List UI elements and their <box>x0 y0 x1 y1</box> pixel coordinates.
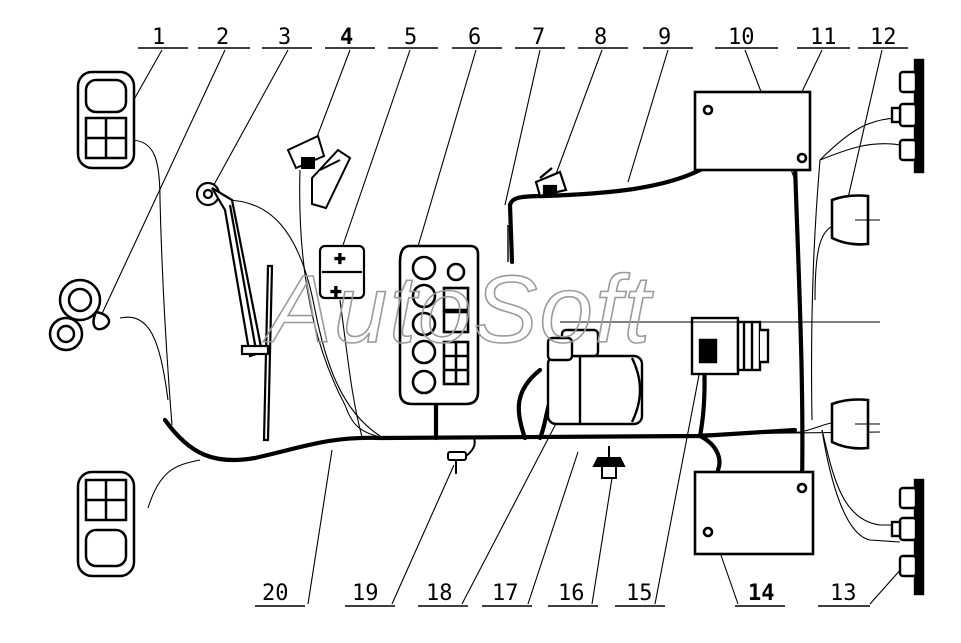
light-switch <box>286 134 352 210</box>
label-20: 20 <box>262 581 289 606</box>
label-5: 5 <box>404 25 417 50</box>
battery-rear <box>693 470 815 556</box>
battery-front <box>693 90 812 172</box>
side-marker-front <box>830 194 870 246</box>
label-15: 15 <box>626 581 653 606</box>
svg-text:+: + <box>330 284 342 300</box>
watermark: AutoSoft <box>263 256 654 363</box>
label-10: 10 <box>728 25 755 50</box>
callout-labels: 1 2 3 4 5 6 7 8 9 10 11 12 13 14 15 16 1… <box>152 25 897 606</box>
label-16: 16 <box>558 581 585 606</box>
rear-lamp-front-right <box>890 58 925 174</box>
label-13: 13 <box>830 581 857 606</box>
instrument-panel <box>398 244 480 406</box>
label-7: 7 <box>532 25 545 50</box>
label-19: 19 <box>352 581 379 606</box>
sensor <box>592 446 626 479</box>
label-12: 12 <box>870 25 897 50</box>
ignition-switch <box>534 167 568 198</box>
starter-motor <box>546 328 644 426</box>
label-8: 8 <box>594 25 607 50</box>
label-2: 2 <box>216 25 229 50</box>
horn <box>48 278 111 352</box>
label-14: 14 <box>748 581 775 606</box>
relay-block: + + <box>318 244 366 301</box>
svg-text:+: + <box>334 251 346 267</box>
label-17: 17 <box>492 581 519 606</box>
label-4: 4 <box>340 25 353 50</box>
label-9: 9 <box>658 25 671 50</box>
label-11: 11 <box>810 25 837 50</box>
wiper-assembly <box>195 181 274 442</box>
headlamp-front-left <box>76 70 136 170</box>
headlamp-rear-left <box>76 470 136 578</box>
label-18: 18 <box>426 581 453 606</box>
side-marker-rear <box>830 398 870 450</box>
rear-lamp-rear-right <box>890 478 925 596</box>
ground-bolt <box>447 437 476 474</box>
label-3: 3 <box>278 25 291 50</box>
label-1: 1 <box>152 25 165 50</box>
alternator <box>690 316 770 376</box>
label-6: 6 <box>468 25 481 50</box>
